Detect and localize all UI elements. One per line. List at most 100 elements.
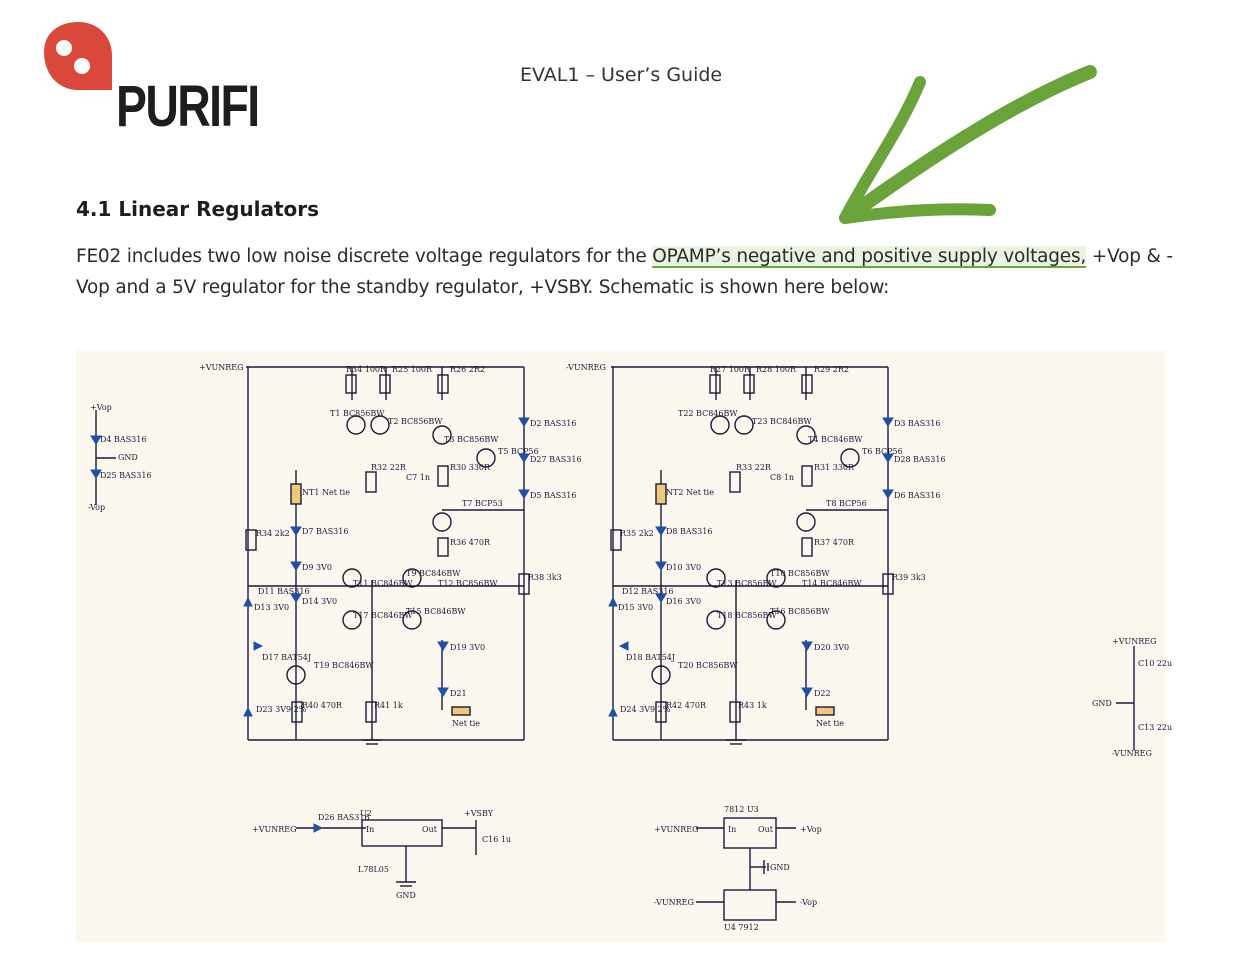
schematic-svg: +VUNREG -VUNREG +Vop D4 BAS316 GND D25 B… <box>88 363 1172 932</box>
label-t3: T3 BC856BW <box>444 435 499 444</box>
label-r26: R26 2R2 <box>450 365 485 374</box>
label-nettie-left: Net tie <box>452 719 480 728</box>
label-t1: T1 BC856BW <box>330 409 385 418</box>
label-d8: D8 BAS316 <box>666 527 712 536</box>
label-r40: R40 470R <box>302 701 343 710</box>
label-d25: D25 BAS316 <box>100 471 152 480</box>
label-7812: 7812 U3 <box>724 805 759 814</box>
label-d10: D10 3V0 <box>666 563 701 572</box>
label-nt1: NT1 Net tie <box>302 488 350 497</box>
label-t4: T4 BC846BW <box>808 435 863 444</box>
label-r32: R32 22R <box>371 463 407 472</box>
label-d11: D11 BAS316 <box>258 587 310 596</box>
label-t13: T13 BC856BW <box>717 579 777 588</box>
label-r35: R35 2k2 <box>620 529 654 538</box>
label-d21: D21 <box>450 689 467 698</box>
label-t9: T9 BC846BW <box>406 569 461 578</box>
label-d27: D27 BAS316 <box>530 455 582 464</box>
label-r34: R34 100R <box>346 365 387 374</box>
label-linear-gnd: GND <box>770 863 790 872</box>
purifi-logo: PURIFI <box>40 18 260 158</box>
label-linear-minus-vunreg: -VUNREG <box>654 898 694 907</box>
label-side-vop: +Vop <box>90 403 112 412</box>
label-r31: R31 330R <box>814 463 855 472</box>
label-d12: D12 BAS316 <box>622 587 674 596</box>
label-c8: C8 1n <box>770 473 794 482</box>
label-d3: D3 BAS316 <box>894 419 940 428</box>
label-t10: T10 BC856BW <box>770 569 830 578</box>
label-d26: D26 BAS316 <box>318 813 370 822</box>
label-linear-vop: +Vop <box>800 825 822 834</box>
label-c16: C16 1u <box>482 835 511 844</box>
label-r29: R29 2R2 <box>814 365 849 374</box>
label-d7: D7 BAS316 <box>302 527 348 536</box>
label-minus-vunreg-top: -VUNREG <box>566 363 606 372</box>
label-r25: R25 100R <box>392 365 433 374</box>
label-t14: T14 BC846BW <box>802 579 862 588</box>
label-vunreg-left: +VUNREG <box>199 363 243 372</box>
label-l78l05: L78L05 <box>358 865 389 874</box>
label-d28: D28 BAS316 <box>894 455 946 464</box>
label-d9: D9 3V0 <box>302 563 332 572</box>
label-d17: D17 BAT54J <box>262 653 311 662</box>
label-d4: D4 BAS316 <box>100 435 146 444</box>
label-r34b: R34 2k2 <box>256 529 290 538</box>
label-t11: T11 BC846BW <box>353 579 413 588</box>
label-r43: R43 1k <box>738 701 767 710</box>
label-d2: D2 BAS316 <box>530 419 576 428</box>
label-d16: D16 3V0 <box>666 597 701 606</box>
body-text-start: FE02 includes two low noise discrete vol… <box>76 246 653 267</box>
label-r41: R41 1k <box>374 701 403 710</box>
label-d24: D24 3V9 2% <box>620 705 671 714</box>
label-vsby-gnd: GND <box>396 891 416 900</box>
label-side-vunreg: +VUNREG <box>1112 637 1156 646</box>
label-d19: D19 3V0 <box>450 643 485 652</box>
label-vsby: +VSBY <box>464 809 494 818</box>
label-d15: D15 3V0 <box>618 603 653 612</box>
label-t19: T19 BC846BW <box>314 661 374 670</box>
label-side-minus-vop: -Vop <box>88 503 105 512</box>
label-d18: D18 BAT54J <box>626 653 675 662</box>
label-d23: D23 3V9 2% <box>256 705 307 714</box>
label-linear-vunreg: +VUNREG <box>654 825 698 834</box>
label-r37: R37 470R <box>814 538 855 547</box>
label-linear-minus-vop: -Vop <box>800 898 817 907</box>
label-u2: U2 <box>360 809 372 818</box>
label-d20: D20 3V0 <box>814 643 849 652</box>
label-t12: T12 BC856BW <box>438 579 498 588</box>
brand-name: PURIFI <box>116 74 260 139</box>
schematic-diagram: +VUNREG -VUNREG +Vop D4 BAS316 GND D25 B… <box>76 350 1172 942</box>
label-r36: R36 470R <box>450 538 491 547</box>
label-vsby-vunreg: +VUNREG <box>252 825 296 834</box>
label-d14: D14 3V0 <box>302 597 337 606</box>
logo-mark-icon <box>44 22 112 90</box>
label-t7: T7 BCP53 <box>462 499 503 508</box>
label-c7: C7 1n <box>406 473 430 482</box>
label-r39: R39 3k3 <box>892 573 926 582</box>
label-nt2: NT2 Net tie <box>666 488 714 497</box>
body-text-end: +Vop & -Vop and a 5V regulator for the s… <box>76 246 1173 298</box>
label-t8: T8 BCP56 <box>826 499 867 508</box>
label-t17: T17 BC846BW <box>353 611 413 620</box>
label-u2-in: In <box>366 825 374 834</box>
label-r28: R28 100R <box>756 365 797 374</box>
label-side-minus-vunreg: -VUNREG <box>1112 749 1152 758</box>
label-r42: R42 470R <box>666 701 707 710</box>
label-d13: D13 3V0 <box>254 603 289 612</box>
label-c10: C10 22u <box>1138 659 1172 668</box>
label-t20: T20 BC856BW <box>678 661 738 670</box>
label-r38: R38 3k3 <box>528 573 562 582</box>
label-t6: T6 BCP56 <box>862 447 903 456</box>
label-r27: R27 100R <box>710 365 751 374</box>
label-r33: R33 22R <box>736 463 772 472</box>
label-t23: T23 BC846BW <box>752 417 812 426</box>
label-d22: D22 <box>814 689 831 698</box>
label-side-gnd: GND <box>118 453 138 462</box>
label-u2-out: Out <box>422 825 438 834</box>
annotation-arrow-icon <box>839 65 1097 224</box>
document-title: EVAL1 – User’s Guide <box>520 64 723 86</box>
label-side-right-gnd: GND <box>1092 699 1112 708</box>
label-nettie-right: Net tie <box>816 719 844 728</box>
label-7812-in: In <box>728 825 736 834</box>
label-d6: D6 BAS316 <box>894 491 940 500</box>
